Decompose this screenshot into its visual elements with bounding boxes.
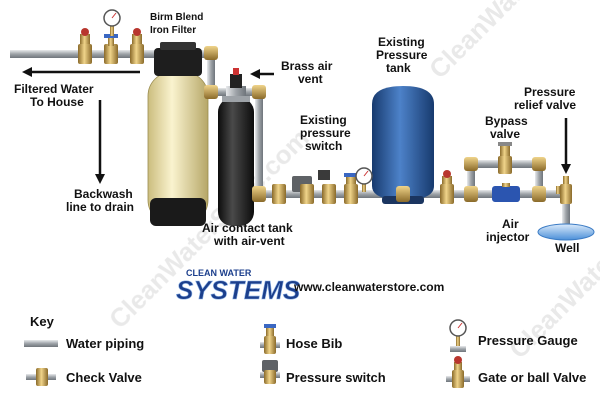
clean-water-systems-logo: CLEAN WATER SYSTEMS www.cleanwaterstore.…	[176, 268, 445, 305]
birm-filter-tank	[147, 42, 209, 226]
air-contact-label-line2: with air-vent	[213, 234, 285, 248]
well	[537, 223, 595, 241]
air-contact-tank	[218, 86, 254, 226]
backwash-label-line1: Backwash	[74, 187, 133, 201]
filtered-water-label-line1: Filtered Water	[14, 82, 94, 96]
watermark-text: CleanWaterStore.com	[423, 0, 600, 84]
existing-tank-label-line3: tank	[386, 61, 411, 75]
legend-key: Key Water piping Check Valve Hose Bib Pr…	[24, 314, 586, 388]
logo-line1: CLEAN WATER	[186, 268, 252, 278]
well-label: Well	[555, 241, 579, 255]
pipe-icon	[24, 340, 58, 347]
backwash-label-line2: line to drain	[66, 200, 134, 214]
key-label-gate-valve: Gate or ball Valve	[478, 370, 586, 385]
backwash-arrowhead	[95, 174, 105, 184]
existing-tank-label-line2: Pressure	[376, 48, 428, 62]
filtered-water-label-line2: To House	[30, 95, 84, 109]
air-vent-arrowhead	[250, 69, 260, 79]
brass-vent-label-line1: Brass air	[281, 59, 333, 73]
key-label-pressure-gauge: Pressure Gauge	[478, 333, 578, 348]
pressure-switch-label-line2: pressure	[300, 126, 351, 140]
air-contact-label-line1: Air contact tank	[202, 221, 293, 235]
arrows	[22, 67, 571, 184]
website-text: www.cleanwaterstore.com	[293, 280, 444, 294]
relief-valve-label-line1: Pressure	[524, 85, 576, 99]
air-injector-label-line2: injector	[486, 230, 530, 244]
relief-valve-label-line2: relief valve	[514, 98, 576, 112]
relief-valve-arrowhead	[561, 164, 571, 174]
existing-tank-label-line1: Existing	[378, 35, 425, 49]
filtered-water-arrowhead	[22, 67, 32, 77]
key-title: Key	[30, 314, 55, 329]
key-label-piping: Water piping	[66, 336, 144, 351]
key-label-hose-bib: Hose Bib	[286, 336, 342, 351]
inlet-fittings	[252, 142, 572, 204]
logo-line2: SYSTEMS	[176, 275, 301, 305]
brass-air-vent	[230, 68, 242, 88]
pressure-switch-label-line3: switch	[305, 139, 342, 153]
diagram-labels: Birm Blend Iron Filter Filtered Water To…	[14, 12, 579, 255]
air-injector-label-line1: Air	[502, 217, 519, 231]
brass-vent-label-line2: vent	[298, 72, 323, 86]
outlet-valves	[78, 9, 266, 99]
birm-filter-label-line1: Birm Blend	[150, 12, 203, 23]
birm-filter-label-line2: Iron Filter	[150, 25, 196, 36]
gate-valve-icon	[446, 356, 470, 388]
hose-bib-icon	[260, 324, 280, 354]
check-valve-icon	[26, 368, 56, 386]
bypass-label-line2: valve	[490, 127, 520, 141]
pressure-switch-label-line1: Existing	[300, 113, 347, 127]
key-label-pressure-switch: Pressure switch	[286, 370, 386, 385]
bypass-label-line1: Bypass	[485, 114, 528, 128]
pressure-switch-icon	[260, 360, 280, 384]
pressure-gauge-icon	[449, 319, 467, 352]
key-label-check-valve: Check Valve	[66, 370, 142, 385]
